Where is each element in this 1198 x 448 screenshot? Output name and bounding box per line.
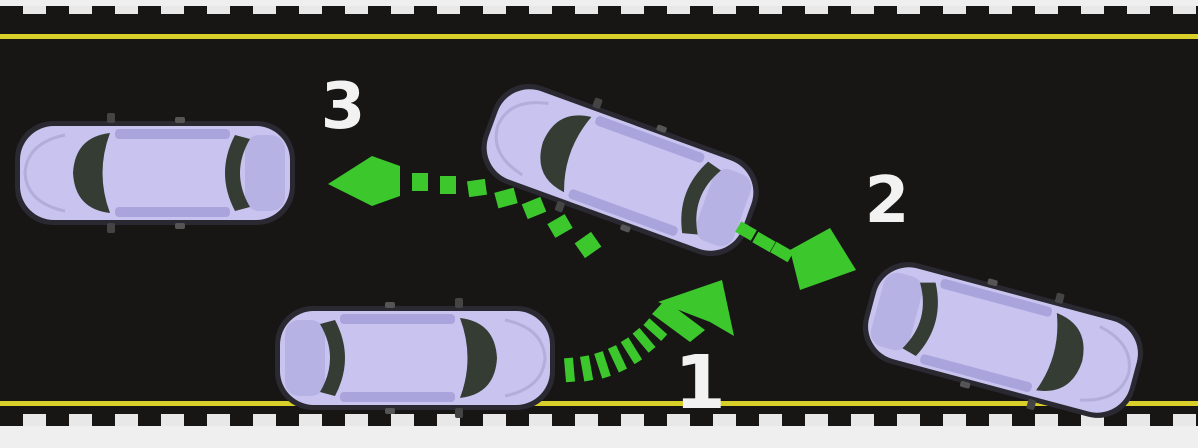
curb-dash	[644, 414, 667, 426]
curb-dash	[414, 6, 437, 14]
curb-dash	[874, 6, 897, 14]
curb-dash	[368, 6, 391, 14]
step-label-2: 2	[865, 164, 910, 238]
curb-dash	[460, 414, 483, 426]
curb-dash	[920, 414, 943, 426]
curb-dash	[230, 6, 253, 14]
curb-dash	[1012, 414, 1035, 426]
bottom-edge-line	[0, 401, 1198, 406]
car-icon-position-3	[15, 113, 295, 233]
curb-dash	[1058, 6, 1081, 14]
top-curb-dashes	[0, 6, 1198, 14]
bottom-curb-dashes	[0, 414, 1198, 426]
curb-dash	[322, 6, 345, 14]
curb-dash	[506, 414, 529, 426]
curb-dash	[230, 414, 253, 426]
curb-dash	[92, 6, 115, 14]
curb-dash	[506, 6, 529, 14]
curb-dash	[1012, 6, 1035, 14]
curb-dash	[1104, 6, 1127, 14]
curb-dash	[736, 6, 759, 14]
curb-dash	[598, 414, 621, 426]
curb-dash	[460, 6, 483, 14]
curb-dash	[690, 6, 713, 14]
curb-dash	[920, 6, 943, 14]
curb-dash	[828, 414, 851, 426]
step-label-3: 3	[321, 70, 366, 144]
curb-dash	[736, 414, 759, 426]
curb-dash	[782, 6, 805, 14]
top-edge-line	[0, 34, 1198, 39]
curb-dash	[46, 414, 69, 426]
curb-dash	[874, 414, 897, 426]
curb-dash	[1150, 414, 1173, 426]
curb-dash	[0, 6, 23, 14]
curb-dash	[1058, 414, 1081, 426]
curb-dash	[414, 414, 437, 426]
curb-dash	[966, 414, 989, 426]
curb-dash	[0, 414, 23, 426]
curb-dash	[138, 414, 161, 426]
curb-dash	[184, 414, 207, 426]
curb-dash	[46, 6, 69, 14]
curb-dash	[276, 414, 299, 426]
curb-dash	[92, 414, 115, 426]
curb-dash	[598, 6, 621, 14]
curb-dash	[276, 6, 299, 14]
curb-dash	[1150, 6, 1173, 14]
curb-dash	[966, 6, 989, 14]
curb-dash	[644, 6, 667, 14]
curb-dash	[828, 6, 851, 14]
curb-dash	[782, 414, 805, 426]
curb-dash	[138, 6, 161, 14]
curb-dash	[368, 414, 391, 426]
curb-dash	[184, 6, 207, 14]
curb-dash	[552, 414, 575, 426]
car-icon-position-1	[275, 298, 555, 418]
curb-dash	[322, 414, 345, 426]
curb-dash	[552, 6, 575, 14]
step-label-1: 1	[674, 340, 726, 426]
